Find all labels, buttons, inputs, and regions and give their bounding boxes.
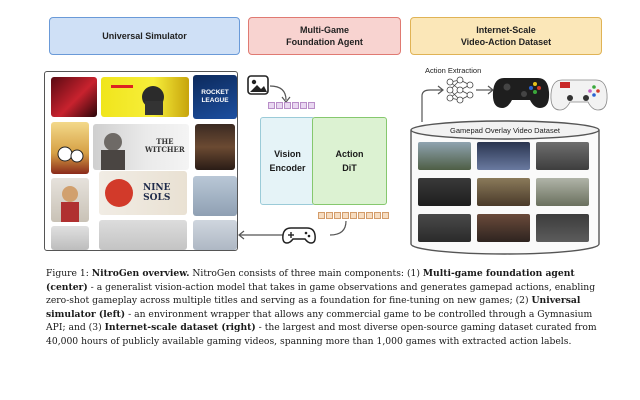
cuphead-art-icon xyxy=(57,146,84,163)
caption-simulator-text: - an environment wrapper that allows any… xyxy=(46,308,593,334)
video-thumbnail xyxy=(418,142,471,170)
video-thumbnail xyxy=(536,214,589,242)
token xyxy=(358,212,365,219)
token xyxy=(292,102,299,109)
video-thumbnail xyxy=(418,178,471,206)
vision-encoder-label-2: Encoder xyxy=(269,163,306,173)
game-thumbnail-blurred xyxy=(193,176,237,216)
vision-encoder-label-1: Vision xyxy=(274,149,301,159)
universal-simulator-label: Universal Simulator xyxy=(102,31,187,41)
game-thumbnail-bottom-3 xyxy=(193,220,237,250)
dataset-label-line1: Internet-Scale xyxy=(476,25,536,35)
playstation-controller-icon xyxy=(550,79,608,111)
caption-simulator: Universal simulator (left) xyxy=(46,295,581,320)
rocket-league-title-2: LEAGUE xyxy=(201,97,229,104)
action-output-arrow xyxy=(238,220,347,244)
action-dit-label-2: DiT xyxy=(342,163,357,173)
token xyxy=(374,212,381,219)
caption-multigame-text: - a generalist vision-action model that … xyxy=(46,281,596,307)
caption-intro: NitroGen consists of three main componen… xyxy=(189,268,423,279)
action-dit-label-1: Action xyxy=(335,149,364,159)
game-thumbnail-red xyxy=(51,77,97,117)
video-thumbnail xyxy=(477,178,530,206)
gamepad-icon xyxy=(282,227,316,244)
action-extraction-diagram xyxy=(421,76,608,122)
observation-arrow xyxy=(247,75,291,103)
video-thumbnail xyxy=(536,178,589,206)
video-thumbnail xyxy=(477,142,530,170)
caption-overview: NitroGen overview. xyxy=(91,268,190,279)
character-art-icon xyxy=(61,186,79,222)
token xyxy=(334,212,341,219)
token xyxy=(382,212,389,219)
token xyxy=(308,102,315,109)
game-thumbnail-cuphead xyxy=(51,122,89,174)
video-thumbnail xyxy=(418,214,471,242)
game-thumbnail-bottom-1 xyxy=(51,226,89,250)
caption-prefix: Figure 1: xyxy=(46,268,92,279)
token xyxy=(300,102,307,109)
video-thumbnail xyxy=(477,214,530,242)
nine-sols-title-1: NINE xyxy=(143,183,171,193)
neural-network-icon xyxy=(446,76,474,104)
vision-encoder-block: Vision Encoder xyxy=(260,117,315,205)
token xyxy=(318,212,325,219)
video-thumbnail xyxy=(536,142,589,170)
foundation-agent-label-line1: Multi-Game xyxy=(299,25,349,35)
nine-sols-art-icon xyxy=(105,179,133,207)
dataset-header: Internet-Scale Video-Action Dataset xyxy=(410,17,602,55)
vision-tokens xyxy=(268,102,315,109)
caption-dataset: Internet-scale dataset (right) xyxy=(104,322,256,334)
witcher-title-2: WITCHER xyxy=(145,145,185,154)
action-extraction-label: Action Extraction xyxy=(425,66,482,75)
rocket-league-title-1: ROCKET xyxy=(201,89,229,96)
nine-sols-title-2: SOLS xyxy=(143,193,171,203)
witcher-title-1: THE xyxy=(156,137,174,146)
image-icon xyxy=(247,75,269,95)
token xyxy=(268,102,275,109)
universal-simulator-header: Universal Simulator xyxy=(49,17,240,55)
xbox-controller-icon xyxy=(492,78,550,108)
token xyxy=(284,102,291,109)
caption-multigame: Multi-game foundation agent (center) xyxy=(46,268,575,293)
game-thumbnail-character xyxy=(51,178,89,222)
token xyxy=(342,212,349,219)
dataset-label-line2: Video-Action Dataset xyxy=(460,37,552,47)
dataset-title: Gamepad Overlay Video Dataset xyxy=(450,126,560,135)
cyberpunk-art-icon xyxy=(111,85,164,115)
foundation-agent-header: Multi-Game Foundation Agent xyxy=(248,17,401,55)
figure-caption: Figure 1: NitroGen overview. NitroGen co… xyxy=(46,267,602,349)
action-dit-block: Action DiT xyxy=(312,117,387,205)
game-thumbnail-cyberpunk xyxy=(101,77,189,117)
game-thumbnail-dark-fantasy xyxy=(195,124,235,170)
token xyxy=(366,212,373,219)
action-tokens xyxy=(318,212,389,219)
caption-dataset-text: - the largest and most diverse open-sour… xyxy=(46,322,597,347)
token xyxy=(350,212,357,219)
witcher-character-icon xyxy=(101,133,125,170)
foundation-agent-label-line2: Foundation Agent xyxy=(286,37,363,47)
token xyxy=(326,212,333,219)
game-thumbnail-bottom-2 xyxy=(99,220,187,250)
token xyxy=(276,102,283,109)
